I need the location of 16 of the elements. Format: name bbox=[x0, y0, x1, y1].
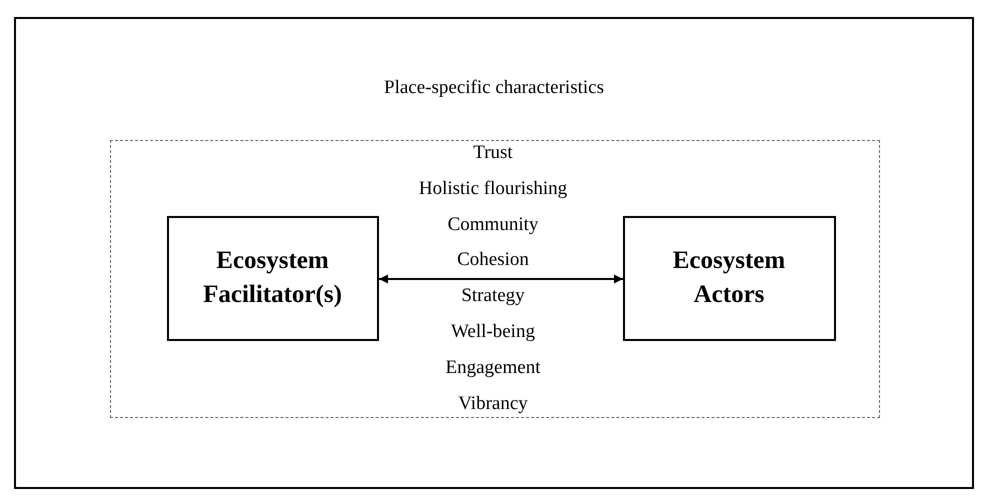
double-arrow bbox=[379, 274, 623, 284]
box-label: Ecosystem Actors bbox=[672, 246, 786, 310]
attribute-label: Cohesion bbox=[457, 249, 529, 272]
attribute-label: Trust bbox=[473, 142, 513, 164]
attribute-label: Well-being bbox=[451, 321, 535, 343]
attribute-label: Strategy bbox=[461, 285, 525, 308]
attribute-label: Vibrancy bbox=[458, 392, 528, 415]
entity-box bbox=[166, 216, 378, 340]
box-label: Ecosystem Facilitator(s) bbox=[202, 246, 343, 310]
entity-box bbox=[622, 216, 836, 340]
attribute-label: Engagement bbox=[446, 356, 540, 379]
attribute-label: Holistic flourishing bbox=[418, 178, 568, 200]
heading-text: Place-specific characteristics bbox=[383, 77, 605, 99]
attribute-label: Community bbox=[448, 214, 538, 236]
dashed-region bbox=[110, 140, 880, 418]
outer-frame bbox=[14, 17, 974, 489]
